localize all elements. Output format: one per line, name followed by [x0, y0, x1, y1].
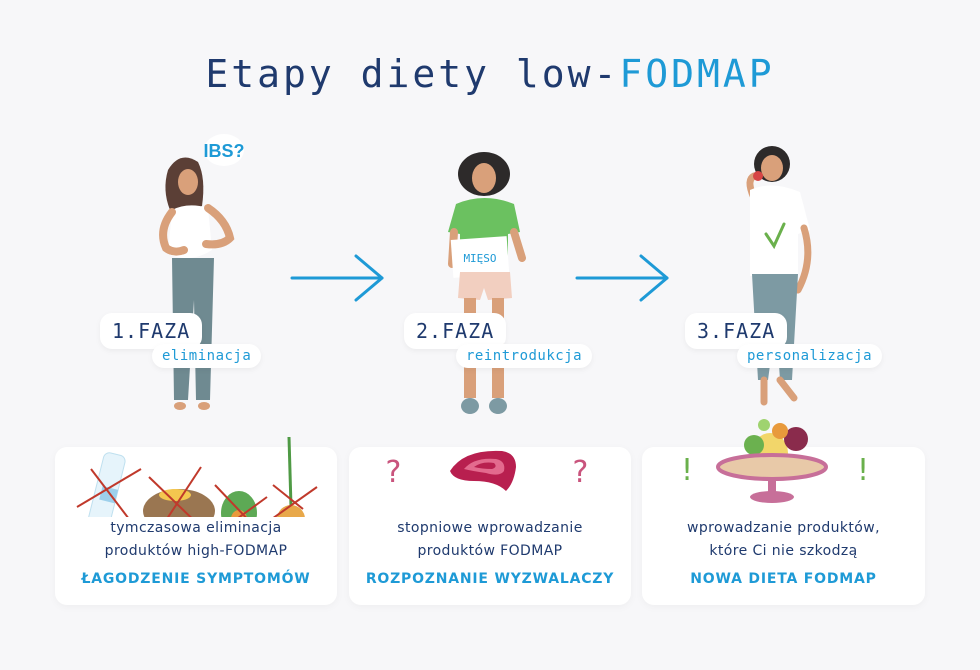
figure-phase-3-woman-eating-icon [746, 146, 812, 406]
question-mark-icon: ? [384, 455, 403, 490]
avocado-icon [221, 491, 257, 517]
phase-3-subtitle: personalizacja [737, 344, 883, 368]
onion-icon [277, 436, 305, 517]
exclamation-mark-icon: ! [854, 453, 873, 488]
title-accent: FODMAP [619, 52, 775, 96]
phase-1-outcome: ŁAGODZENIE SYMPTOMÓW [81, 571, 311, 587]
phase-2-outcome: ROZPOZNANIE WYZWALACZY [365, 571, 615, 587]
desc-line-1: wprowadzanie produktów, [687, 520, 880, 536]
phase-3-description: wprowadzanie produktów, które Ci nie szk… [642, 517, 925, 563]
exclamation-mark-icon: ! [678, 453, 697, 488]
arrow-right-icon [575, 254, 669, 302]
phase-1-card: tymczasowa eliminacja produktów high-FOD… [55, 436, 337, 605]
desc-line-2: które Ci nie szkodzą [709, 543, 858, 559]
phase-1-badge: 1.FAZA [100, 313, 203, 349]
bread-icon [143, 489, 215, 517]
ibs-speech-text: IBS? [203, 141, 244, 161]
phase-3-outcome: NOWA DIETA FODMAP [690, 571, 877, 587]
phase-2-subtitle: reintrodukcja [456, 344, 593, 368]
desc-line-1: tymczasowa eliminacja [110, 520, 282, 536]
phase-2-description: stopniowe wprowadzanie produktów FODMAP [349, 517, 631, 563]
food-platter-icon [716, 419, 828, 503]
title-prefix: Etapy diety low- [205, 52, 620, 96]
arrow-right-icon [290, 254, 384, 302]
phase-1-subtitle: eliminacja [152, 344, 262, 368]
phase-3-badge: 3.FAZA [685, 313, 788, 349]
eliminated-foods-icons [76, 436, 318, 517]
desc-line-2: produktów high-FODMAP [104, 543, 288, 559]
page-title: Etapy diety low-FODMAP [0, 52, 980, 96]
figure-phase-2-woman-sign-icon: MIĘSO [448, 152, 526, 414]
question-mark-icon: ? [571, 455, 590, 490]
sign-text: MIĘSO [463, 252, 496, 265]
phase-1-description: tymczasowa eliminacja produktów high-FOD… [55, 517, 337, 563]
desc-line-1: stopniowe wprowadzanie [397, 520, 583, 536]
phase-2-badge: 2.FAZA [404, 313, 507, 349]
desc-line-2: produktów FODMAP [417, 543, 563, 559]
phase-3-card: ! ! wprowadzanie produktów, które Ci nie… [642, 419, 925, 605]
cross-icons [76, 466, 318, 517]
phase-2-card: ? ? stopniowe wprowadzanie produktów FOD… [349, 447, 631, 605]
meat-steak-icon [450, 450, 516, 491]
figure-phase-1-woman-bloated-icon: IBS? [159, 134, 245, 410]
